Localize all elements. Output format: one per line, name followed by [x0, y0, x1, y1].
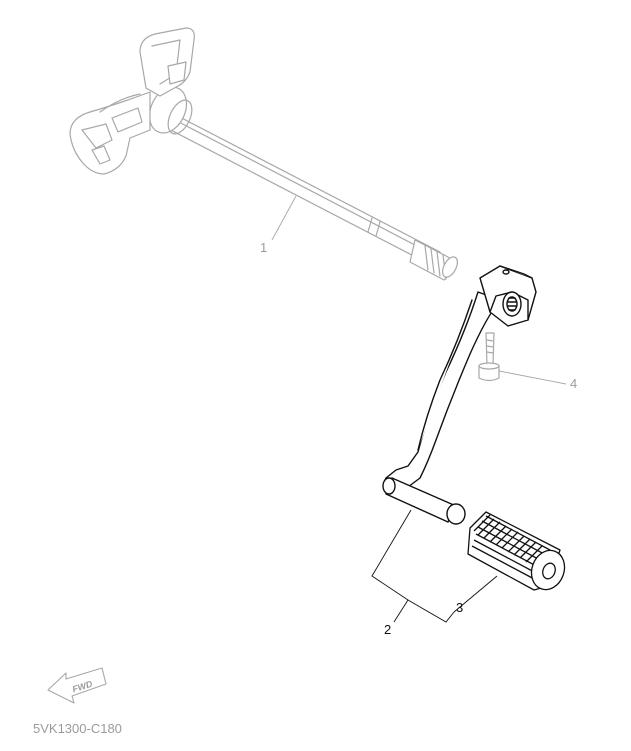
foot-peg-rubber-part: [467, 511, 566, 591]
fwd-arrow-icon: FWD: [47, 667, 107, 704]
bolt-part: [478, 332, 500, 382]
callout-2: 2: [384, 622, 391, 637]
shift-pedal-part: [382, 265, 537, 525]
callout-4: 4: [570, 376, 577, 391]
leader-lines-light: [271, 195, 567, 385]
diagram-code: 5VK1300-C180: [33, 721, 122, 736]
callout-1: 1: [260, 240, 267, 255]
callout-3: 3: [456, 600, 463, 615]
shift-shaft-part: [69, 27, 458, 281]
leader-lines-dark: [371, 509, 498, 623]
